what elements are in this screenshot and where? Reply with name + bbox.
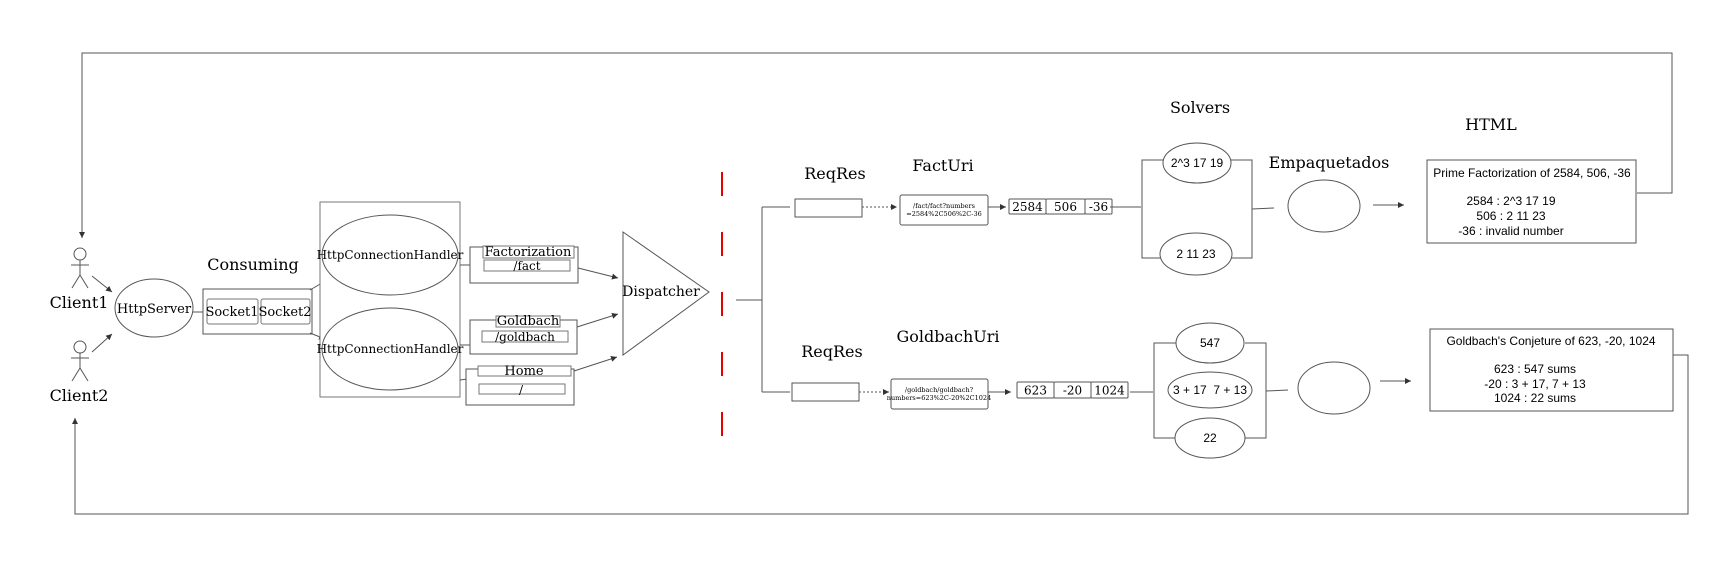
client1-label: Client1 (50, 293, 109, 312)
goldbach-reqres-label: ReqRes (801, 342, 862, 361)
dispatcher-node (622, 231, 710, 356)
route-to-dispatcher-arrows (573, 267, 619, 372)
goldbach-solver-result-1-label: 547 (1200, 336, 1220, 350)
fact-solver-result-2-label: 2 11 23 (1176, 247, 1215, 261)
goldbach-solver-result-3-label: 22 (1203, 431, 1217, 445)
client1-actor-icon (71, 247, 89, 289)
goldbach-package-node (1297, 361, 1371, 415)
http-connection-handler-2 (321, 307, 459, 391)
client2-label: Client2 (50, 386, 109, 405)
http-server-node (114, 278, 194, 338)
goldbach-html-line-2: -20 : 3 + 17, 7 + 13 (1484, 377, 1586, 391)
fact-uri-label: FactUri (912, 156, 973, 175)
fact-html-line-1: 2584 : 2^3 17 19 (1466, 194, 1555, 208)
http-connection-handler-1 (321, 214, 459, 296)
goldbach-solver-result-3 (1174, 417, 1246, 459)
goldbach-uri-line2: numbers=623%2C-20%2C1024 (887, 394, 991, 402)
goldbach-path-label: /goldbach (495, 330, 555, 344)
consuming-label: Consuming (207, 255, 299, 274)
solvers-label: Solvers (1170, 98, 1230, 117)
goldbach-solver-result-2 (1167, 371, 1253, 409)
goldbach-html-output-box (1429, 328, 1674, 412)
goldbach-numbers-array: 623 -20 1024 (1016, 381, 1129, 399)
fact-reqres-box (794, 198, 863, 218)
fact-html-output-box (1426, 159, 1637, 244)
fact-uri-box (899, 194, 989, 226)
fact-number-value: 2584 (1012, 200, 1043, 214)
fact-reqres-label: ReqRes (804, 164, 865, 183)
fact-solver-result-2 (1159, 232, 1233, 276)
fact-package-node (1287, 179, 1361, 233)
goldbach-number-value: -20 (1063, 384, 1082, 398)
fact-html-line-3: -36 : invalid number (1458, 224, 1563, 238)
handler1-label: HttpConnectionHandler (317, 248, 464, 262)
socket2-box (260, 298, 311, 325)
goldbach-solver-result-2-label: 3 + 17 7 + 13 (1173, 383, 1247, 397)
fact-number-value: -36 (1089, 200, 1108, 214)
client-to-server-arrows (91, 275, 113, 353)
html-label: HTML (1465, 115, 1517, 134)
fact-uri-line1: /fact/fact?numbers (913, 202, 975, 210)
fact-numbers-array: 2584 506 -36 (1008, 198, 1113, 215)
goldbach-html-line-3: 1024 : 22 sums (1494, 391, 1576, 405)
return-loop-bottom (72, 354, 1689, 515)
goldbach-number-value: 623 (1024, 384, 1047, 398)
fact-solver-result-1-label: 2^3 17 19 (1171, 156, 1224, 170)
goldbach-number-value: 1024 (1094, 384, 1125, 398)
socket1-box (206, 298, 259, 325)
dispatcher-label: Dispatcher (622, 284, 700, 300)
socket1-label: Socket1 (205, 305, 258, 320)
goldbach-uri-label: GoldbachUri (896, 327, 999, 346)
goldbach-title-box (495, 315, 561, 328)
goldbach-uri-line1: /goldbach/goldbach? (905, 386, 974, 394)
goldbach-html-title: Goldbach's Conjeture of 623, -20, 1024 (1446, 334, 1655, 348)
return-loop-top (79, 52, 1673, 238)
fact-html-line-2: 506 : 2 11 23 (1476, 209, 1545, 223)
fact-path-label: /fact (513, 259, 540, 273)
fact-number-value: 506 (1054, 200, 1077, 214)
home-path-box (478, 383, 566, 395)
branch-connector (736, 206, 790, 393)
http-server-label: HttpServer (117, 302, 192, 317)
goldbach-reqres-box (791, 382, 860, 402)
goldbach-path-box (481, 330, 569, 343)
fact-uri-line2: =2584%2C506%2C-36 (906, 210, 981, 218)
packaging-label: Empaquetados (1269, 153, 1390, 172)
goldbach-solver-result-1 (1175, 322, 1245, 364)
factorization-title-box (482, 245, 575, 259)
home-title-box (477, 365, 572, 377)
client2-actor-icon (71, 340, 89, 382)
goldbach-title: Goldbach (497, 314, 560, 329)
goldbach-number-cell (1090, 381, 1129, 399)
fact-solver-bracket (1141, 159, 1275, 259)
fact-html-title: Prime Factorization of 2584, 506, -36 (1433, 166, 1631, 180)
fact-solver-result-1 (1162, 142, 1232, 184)
goldbach-solver-bracket (1153, 342, 1289, 439)
goldbach-html-line-1: 623 : 547 sums (1494, 362, 1576, 376)
home-title: Home (504, 364, 543, 379)
home-path-label: / (519, 383, 524, 397)
factorization-title: Factorization (485, 245, 572, 260)
socket2-label: Socket2 (258, 305, 311, 320)
fact-path-box (483, 259, 571, 272)
goldbach-uri-box (890, 378, 989, 410)
handler2-label: HttpConnectionHandler (317, 342, 464, 356)
